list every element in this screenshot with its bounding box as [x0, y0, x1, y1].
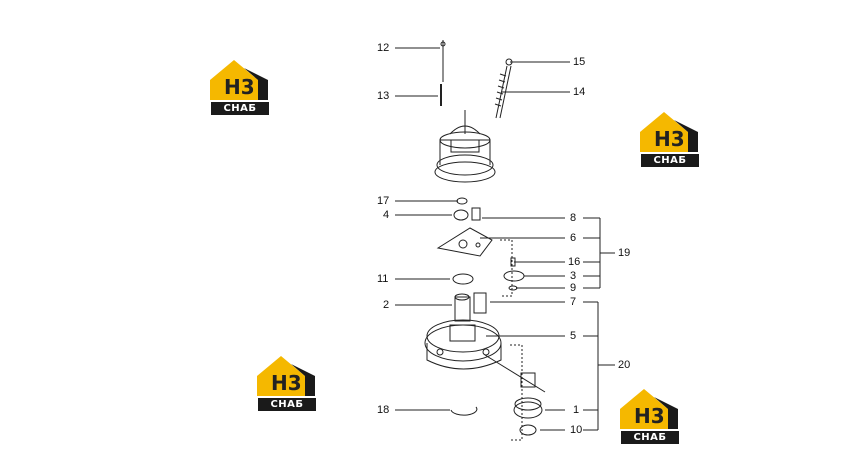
logo-shapes [210, 60, 698, 429]
callout-6: 6 [570, 232, 577, 244]
callout-11: 11 [377, 273, 389, 285]
callout-15: 15 [573, 56, 586, 68]
callout-17: 17 [377, 195, 390, 207]
callout-3: 3 [570, 270, 577, 282]
callout-18: 18 [377, 404, 390, 416]
watermark-logo: H3 СНАБ [210, 56, 274, 116]
callout-8: 8 [570, 212, 577, 224]
callout-1: 1 [573, 404, 580, 416]
callout-16: 16 [568, 256, 581, 268]
callout-12: 12 [377, 42, 390, 54]
watermark-logo: H3 СНАБ [620, 385, 684, 445]
callout-7: 7 [570, 296, 577, 308]
callout-9: 9 [570, 282, 577, 294]
callout-19: 19 [618, 247, 631, 259]
callout-14: 14 [573, 86, 586, 98]
callout-5: 5 [570, 330, 577, 342]
callout-2: 2 [383, 299, 390, 311]
callout-13: 13 [377, 90, 390, 102]
callout-10: 10 [570, 424, 583, 436]
callout-4: 4 [383, 209, 390, 221]
watermark-logo: H3 СНАБ [257, 352, 321, 412]
callout-20: 20 [618, 359, 631, 371]
watermark-logo: H3 СНАБ [640, 108, 704, 168]
